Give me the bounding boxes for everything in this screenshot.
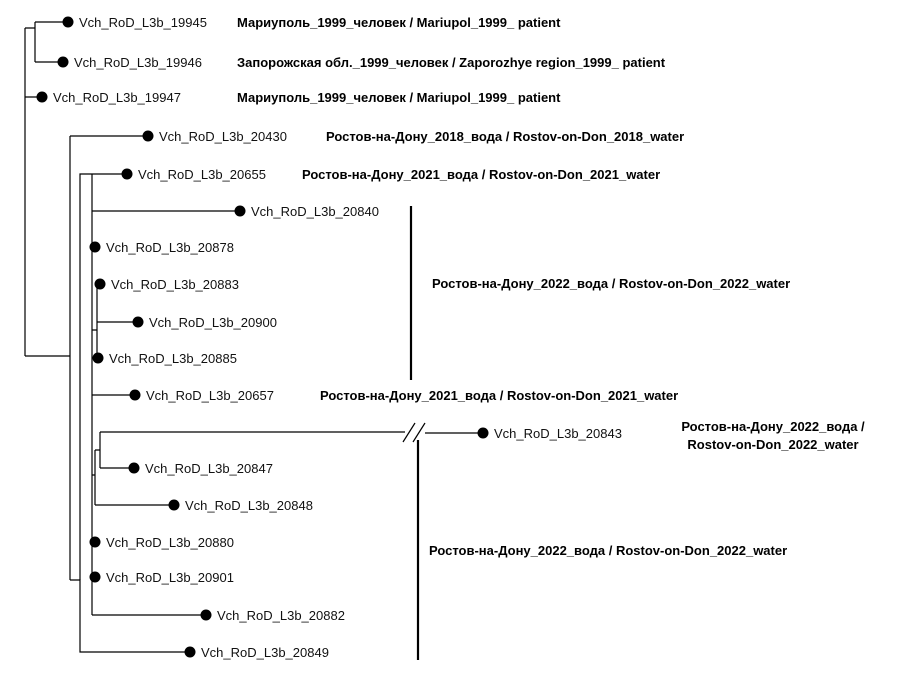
leaf-node [168,499,180,511]
leaf-label: Vch_RoD_L3b_20657 [146,388,274,403]
branch-20849 [70,579,190,653]
branch-rostov-clade [25,136,71,580]
branch-2021-2022-clade [79,173,92,580]
leaf-metadata: Ростов-на-Дону_2021_вода / Rostov-on-Don… [302,167,660,182]
leaf-node [132,316,144,328]
leaf-node [89,241,101,253]
leaf-node [62,16,74,28]
leaf-metadata: Мариуполь_1999_человек / Mariupol_1999_ … [237,90,561,105]
leaf-label: Vch_RoD_L3b_20848 [185,498,313,513]
branch-break-mark [402,422,426,443]
leaf-node [184,646,196,658]
leaf-label: Vch_RoD_L3b_19947 [53,90,181,105]
leaf-label: Vch_RoD_L3b_20840 [251,204,379,219]
leaf-node [36,91,48,103]
metadata-labels: Мариуполь_1999_человек / Mariupol_1999_ … [237,15,865,558]
leaf-label: Vch_RoD_L3b_20901 [106,570,234,585]
leaf-label: Vch_RoD_L3b_20847 [145,461,273,476]
branch-clade-19945-19946 [25,21,68,63]
leaf-metadata: Rostov-on-Don_2022_water [687,437,858,452]
tree-branches [24,21,483,653]
leaf-label: Vch_RoD_L3b_20878 [106,240,234,255]
group-label: Ростов-на-Дону_2022_вода / Rostov-on-Don… [432,276,790,291]
leaf-node [92,352,104,364]
leaf-label: Vch_RoD_L3b_20900 [149,315,277,330]
leaf-label: Vch_RoD_L3b_20880 [106,535,234,550]
leaf-labels: Vch_RoD_L3b_19945 Vch_RoD_L3b_19946 Vch_… [53,15,622,660]
leaf-node [121,168,133,180]
leaf-label: Vch_RoD_L3b_20882 [217,608,345,623]
leaf-node [57,56,69,68]
leaf-metadata: Запорожская обл._1999_человек / Zaporozh… [237,55,666,70]
leaf-node [89,571,101,583]
leaf-node [477,427,489,439]
leaf-label: Vch_RoD_L3b_20655 [138,167,266,182]
leaf-metadata: Ростов-на-Дону_2018_вода / Rostov-on-Don… [326,129,684,144]
leaf-label: Vch_RoD_L3b_19945 [79,15,207,30]
leaf-nodes [36,16,489,658]
leaf-label: Vch_RoD_L3b_20883 [111,277,239,292]
leaf-label: Vch_RoD_L3b_20885 [109,351,237,366]
leaf-metadata: Мариуполь_1999_человек / Mariupol_1999_ … [237,15,561,30]
leaf-node [94,278,106,290]
leaf-metadata: Ростов-на-Дону_2022_вода / [681,419,865,434]
leaf-node [200,609,212,621]
leaf-node [89,536,101,548]
leaf-label: Vch_RoD_L3b_19946 [74,55,202,70]
branch-subclade-20843 [92,431,405,506]
leaf-label: Vch_RoD_L3b_20849 [201,645,329,660]
leaf-label: Vch_RoD_L3b_20430 [159,129,287,144]
leaf-metadata: Ростов-на-Дону_2021_вода / Rostov-on-Don… [320,388,678,403]
leaf-node [234,205,246,217]
group-label: Ростов-на-Дону_2022_вода / Rostov-on-Don… [429,543,787,558]
branch-subclade-20883 [92,283,138,359]
leaf-node [128,462,140,474]
leaf-node [129,389,141,401]
leaf-node [142,130,154,142]
leaf-label: Vch_RoD_L3b_20843 [494,426,622,441]
